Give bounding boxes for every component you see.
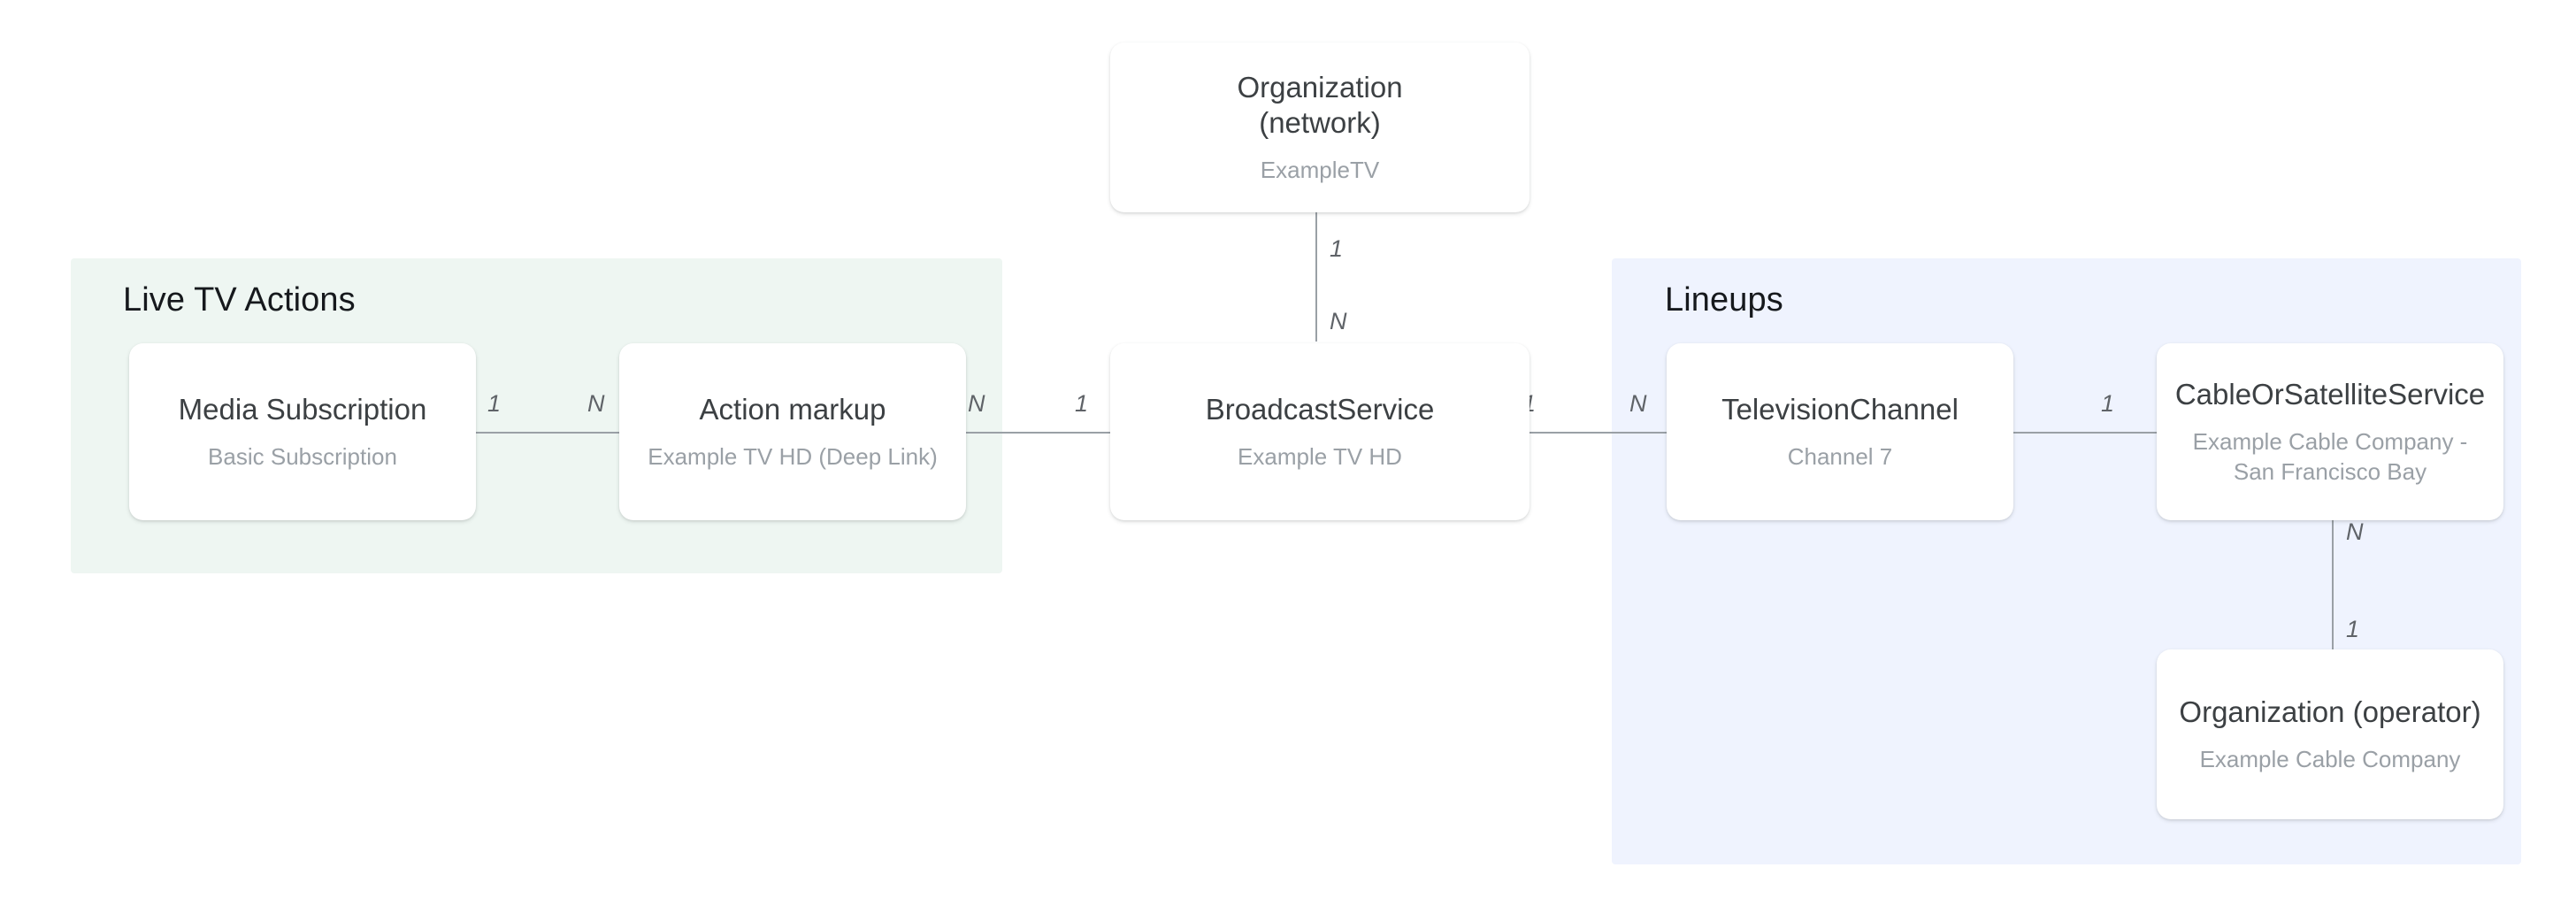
node-cable-or-satellite-service[interactable]: CableOrSatelliteService Example Cable Co… bbox=[2157, 343, 2503, 520]
node-organization-operator-title: Organization (operator) bbox=[2179, 695, 2481, 728]
edge-action-to-broadcast bbox=[954, 432, 1114, 434]
edge-label-tv-channel-to-cable-satellite-to: 1 bbox=[2101, 390, 2115, 417]
node-organization-network-title: Organization (network) bbox=[1237, 71, 1403, 139]
node-action-markup-subtitle: Example TV HD (Deep Link) bbox=[648, 443, 938, 470]
node-media-subscription[interactable]: Media Subscription Basic Subscription bbox=[129, 343, 476, 520]
edge-cable-satellite-to-org-operator bbox=[2332, 511, 2334, 651]
node-broadcast-service-title: BroadcastService bbox=[1205, 393, 1435, 426]
node-broadcast-service[interactable]: BroadcastService Example TV HD bbox=[1110, 343, 1530, 520]
edge-label-org-network-to-broadcast-to: N bbox=[1330, 308, 1347, 334]
node-media-subscription-title: Media Subscription bbox=[178, 393, 427, 426]
node-organization-operator-subtitle: Example Cable Company bbox=[2199, 746, 2461, 772]
edge-label-action-to-broadcast-to: 1 bbox=[1075, 390, 1089, 417]
group-live-tv-actions-title: Live TV Actions bbox=[123, 281, 356, 319]
node-cable-or-satellite-service-subtitle: Example Cable Company - San Francisco Ba… bbox=[2192, 428, 2468, 485]
edge-label-media-sub-to-action-to: N bbox=[587, 390, 605, 417]
edge-media-sub-to-action bbox=[474, 432, 621, 434]
node-television-channel-subtitle: Channel 7 bbox=[1787, 443, 1893, 470]
node-cable-or-satellite-service-title: CableOrSatelliteService bbox=[2174, 378, 2486, 411]
edge-broadcast-to-tv-channel bbox=[1509, 432, 1668, 434]
edge-org-network-to-broadcast bbox=[1315, 212, 1317, 342]
node-organization-network-subtitle: ExampleTV bbox=[1260, 157, 1380, 183]
node-organization-network[interactable]: Organization (network) ExampleTV bbox=[1110, 42, 1530, 212]
node-television-channel[interactable]: TelevisionChannel Channel 7 bbox=[1667, 343, 2013, 520]
edge-label-cable-satellite-to-org-operator-from: N bbox=[2346, 518, 2364, 545]
edge-label-action-to-broadcast-from: N bbox=[968, 390, 985, 417]
node-television-channel-title: TelevisionChannel bbox=[1721, 393, 1959, 426]
edge-label-broadcast-to-tv-channel-to: N bbox=[1629, 390, 1647, 417]
node-media-subscription-subtitle: Basic Subscription bbox=[208, 443, 397, 470]
node-broadcast-service-subtitle: Example TV HD bbox=[1238, 443, 1402, 470]
node-action-markup-title: Action markup bbox=[699, 393, 886, 426]
edge-label-cable-satellite-to-org-operator-to: 1 bbox=[2346, 616, 2360, 642]
edge-tv-channel-to-cable-satellite bbox=[1971, 432, 2158, 434]
group-lineups-title: Lineups bbox=[1665, 281, 1783, 319]
node-organization-operator[interactable]: Organization (operator) Example Cable Co… bbox=[2157, 649, 2503, 819]
node-action-markup[interactable]: Action markup Example TV HD (Deep Link) bbox=[619, 343, 966, 520]
edge-label-org-network-to-broadcast-from: 1 bbox=[1330, 235, 1344, 262]
edge-label-media-sub-to-action-from: 1 bbox=[487, 390, 502, 417]
